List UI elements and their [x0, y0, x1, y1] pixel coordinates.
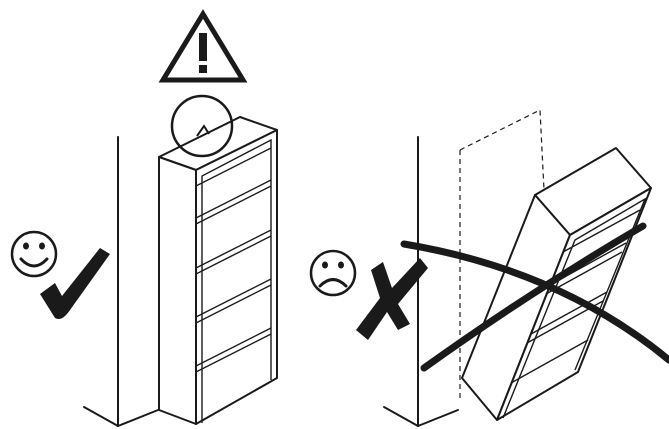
bookcase-falling: [461, 147, 652, 421]
x-mark-icon: [356, 258, 428, 340]
ghost-outline-upright: [459, 109, 545, 400]
correct-placement-scene: [10, 9, 278, 427]
incorrect-placement-scene: [309, 109, 669, 427]
bookcase-shelves: [195, 147, 272, 373]
smiley-face-icon: [10, 230, 58, 278]
sad-face-icon: [309, 249, 357, 297]
wall-left: [83, 136, 159, 427]
wall-anchor-detail-circle: [170, 94, 234, 158]
warning-triangle-icon: [158, 9, 248, 83]
bookcase-upright: [158, 116, 278, 425]
check-mark-icon: [40, 248, 110, 319]
wall-right: [383, 136, 459, 427]
cross-out-lines: [400, 222, 669, 372]
